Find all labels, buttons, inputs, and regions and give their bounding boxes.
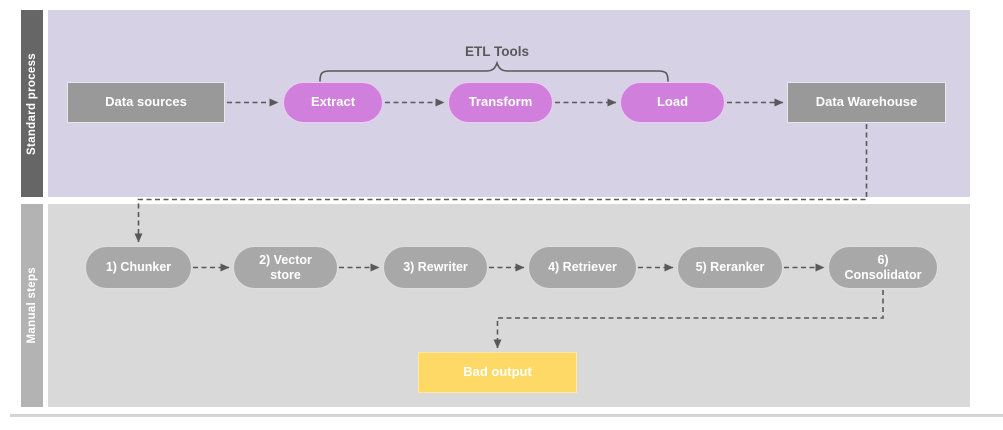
node-chunker-label: 1) Chunker xyxy=(105,260,172,275)
node-reranker: 5) Reranker xyxy=(677,246,783,289)
node-vector-store-label: 2) Vector store xyxy=(259,253,312,282)
node-data-sources: Data sources xyxy=(67,82,225,123)
node-data-warehouse-label: Data Warehouse xyxy=(815,94,918,110)
node-extract: Extract xyxy=(283,82,383,123)
node-bad-output: Bad output xyxy=(418,352,577,393)
node-reranker-label: 5) Reranker xyxy=(695,260,765,275)
node-consolidator-label: 6) Consolidator xyxy=(844,253,922,282)
node-bad-output-label: Bad output xyxy=(463,364,532,380)
node-transform-label: Transform xyxy=(468,94,533,110)
node-load: Load xyxy=(620,82,725,123)
etl-tools-label: ETL Tools xyxy=(465,44,529,59)
node-chunker: 1) Chunker xyxy=(85,246,192,289)
node-load-label: Load xyxy=(656,94,689,110)
node-data-warehouse: Data Warehouse xyxy=(787,82,946,123)
node-rewriter: 3) Rewriter xyxy=(383,246,488,289)
lane-label-manual-steps-text: Manual steps xyxy=(26,267,38,344)
node-retriever: 4) Retriever xyxy=(528,246,637,289)
node-data-sources-label: Data sources xyxy=(105,94,187,110)
node-retriever-label: 4) Retriever xyxy=(548,260,617,275)
node-rewriter-label: 3) Rewriter xyxy=(403,260,468,275)
node-transform: Transform xyxy=(448,82,553,123)
node-extract-label: Extract xyxy=(310,94,356,110)
lane-label-standard-process: Standard process xyxy=(21,10,43,197)
node-consolidator: 6) Consolidator xyxy=(828,246,938,289)
lane-label-standard-process-text: Standard process xyxy=(26,52,38,155)
bottom-divider xyxy=(10,414,1003,417)
node-vector-store: 2) Vector store xyxy=(233,246,338,289)
lane-label-manual-steps: Manual steps xyxy=(21,204,43,407)
